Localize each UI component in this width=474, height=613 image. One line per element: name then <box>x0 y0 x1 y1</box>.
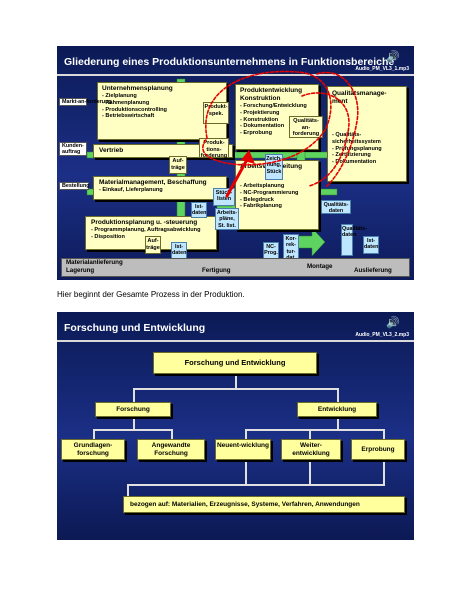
box-produktionsplanung: Produktionsplanung u. -steuerung Program… <box>85 216 217 250</box>
phase-lagerung: Lagerung <box>66 267 95 274</box>
node-neuentwicklung: Neuent-wicklung <box>215 439 271 460</box>
connector <box>309 460 311 484</box>
speaker-icon[interactable]: 🔊 <box>386 51 400 63</box>
slide-functional-areas: Gliederung eines Produktionsunternehmens… <box>57 46 414 280</box>
connector <box>127 484 385 486</box>
tag-korrektur: Kor-rek-tur-dat. <box>283 234 299 261</box>
node-bezogen-auf: bezogen auf: Materialien, Erzeugnisse, S… <box>123 496 405 513</box>
tag-istdaten-2: Ist-daten <box>171 242 187 260</box>
slide1-title: Gliederung eines Produktionsunternehmens… <box>64 56 395 68</box>
audio-filename[interactable]: Audio_PM_VL3_1.mp3 <box>355 66 409 72</box>
tag-istdaten-3: Ist-daten <box>363 236 379 254</box>
node-weiterentwicklung: Weiter-entwicklung <box>281 439 341 460</box>
connector <box>245 429 385 431</box>
connector <box>133 388 339 390</box>
phase-bar: Materialanlieferung Lagerung Fertigung M… <box>61 258 410 277</box>
node-angewandte-forschung: Angewandte Forschung <box>137 439 205 460</box>
connector <box>383 460 385 484</box>
arrow-right-2 <box>296 227 326 257</box>
phase-fertigung: Fertigung <box>202 267 231 274</box>
node-forschung-und-entwicklung: Forschung und Entwicklung <box>153 352 317 374</box>
connector <box>127 484 129 496</box>
node-grundlagenforschung: Grundlagen-forschung <box>61 439 125 460</box>
node-entwicklung: Entwicklung <box>297 402 377 417</box>
connector <box>93 429 95 439</box>
box-materialmanagement: Materialmanagement, Beschaffung Einkauf,… <box>93 176 227 200</box>
box-vertrieb: Vertrieb <box>93 144 233 158</box>
tag-arbeitsplaene: Arbeits-pläne, St. list. <box>215 208 239 230</box>
connector <box>337 388 339 402</box>
connector <box>337 417 339 429</box>
connector <box>245 429 247 439</box>
phase-montage: Montage <box>307 263 333 270</box>
connector <box>245 460 247 484</box>
connector <box>133 388 135 402</box>
red-annotation <box>202 70 359 198</box>
speaker-icon-2[interactable]: 🔊 <box>386 317 400 329</box>
tag-auftraege-2: Auf-träge <box>145 236 161 254</box>
phase-auslieferung: Auslieferung <box>354 267 392 274</box>
tag-produktionsanforderung: Produk-tions-forderung <box>199 138 229 159</box>
caption: Hier beginnt der Gesamte Prozess in der … <box>57 290 245 299</box>
phase-materialanlieferung: Materialanlieferung <box>66 259 123 266</box>
tag-qualitaetsdaten-1: Qualitäts-daten <box>321 200 351 214</box>
audio-filename-2[interactable]: Audio_PM_VL3_2.mp3 <box>355 332 409 338</box>
slide-forschung-entwicklung: Forschung und Entwicklung 🔊 Audio_PM_VL3… <box>57 312 414 540</box>
node-forschung: Forschung <box>95 402 171 417</box>
connector <box>383 429 385 439</box>
label-bestellung: Bestellung <box>59 182 90 191</box>
connector <box>235 374 237 388</box>
label-kundenauftrag: Kunden-auftrag <box>59 142 87 157</box>
connector <box>93 429 173 431</box>
node-erprobung: Erprobung <box>351 439 405 460</box>
connector <box>309 429 311 439</box>
tag-istdaten-1: Ist-daten <box>191 202 207 218</box>
tag-qualitaetsanforderung: Qualitäts-an-forderung <box>289 116 323 138</box>
connector <box>171 429 173 439</box>
title-divider <box>57 74 414 76</box>
tag-auftraege-1: Auf-träge <box>169 156 187 174</box>
connector <box>133 417 135 429</box>
slide2-title: Forschung und Entwicklung <box>64 322 206 334</box>
label-marktanforderung: Markt-an-forderung <box>59 98 112 107</box>
title-divider-2 <box>57 340 414 342</box>
